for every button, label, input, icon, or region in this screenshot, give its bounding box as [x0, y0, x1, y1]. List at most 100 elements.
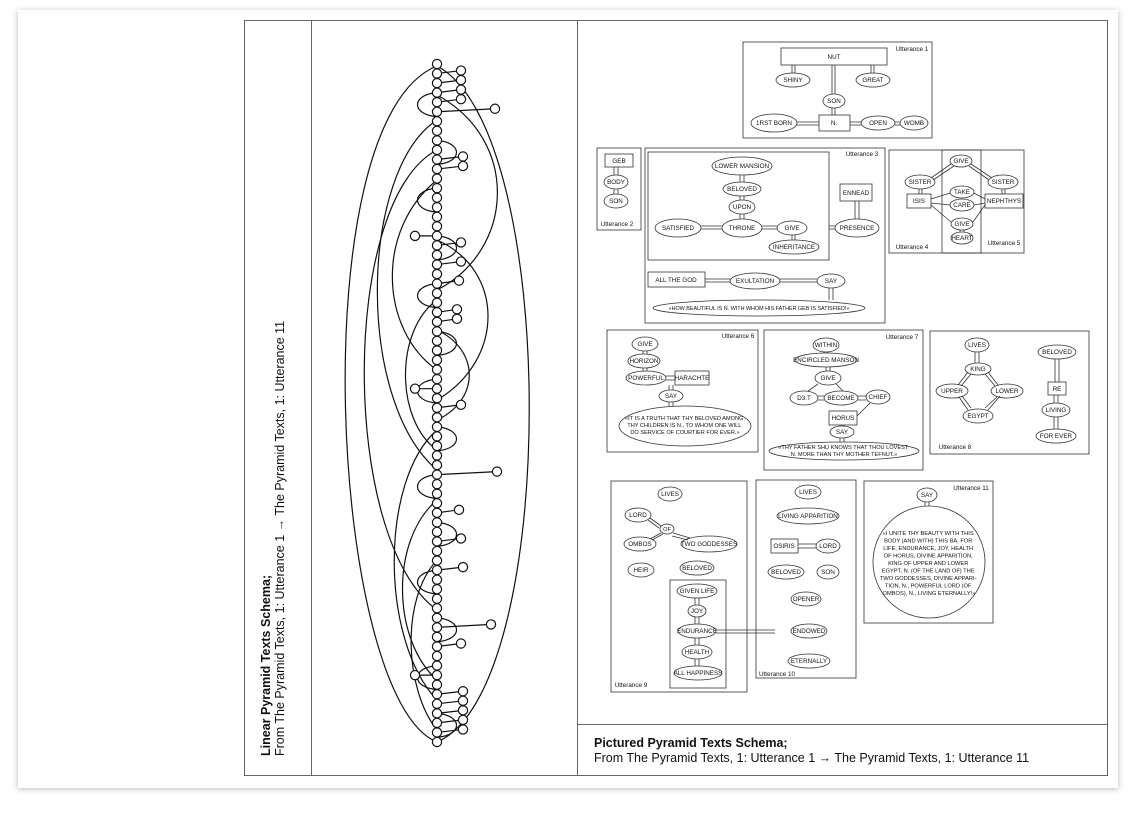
- node-ellipse: [658, 389, 684, 403]
- utterance-2-frame: [596, 147, 642, 231]
- node-label: BODY: [607, 179, 626, 186]
- node-box: [647, 271, 706, 288]
- link-arc: [436, 94, 498, 291]
- node-ellipse: [676, 583, 718, 599]
- node-label: GREAT: [862, 77, 883, 84]
- utterance-10-frame: [755, 479, 857, 679]
- link-hump: [436, 712, 457, 738]
- node-ellipse: [775, 72, 811, 88]
- link-hump: [436, 426, 457, 452]
- right-caption: Pictured Pyramid Texts Schema; From The …: [594, 736, 1029, 766]
- branch-line: [436, 471, 498, 476]
- link-arc: [363, 149, 438, 611]
- node-label: SON: [609, 198, 623, 205]
- node-label: GIVE: [820, 375, 835, 382]
- quote-line: N. MORE THAN THY MOTHER TEFNUT.»: [791, 452, 898, 458]
- node-label: TAKE: [954, 189, 970, 196]
- node-ellipse: [916, 487, 938, 503]
- node-ellipse: [1037, 344, 1077, 360]
- link-hump: [417, 283, 438, 309]
- utterance-9-label: Utterance 9: [615, 682, 648, 689]
- node-ellipse: [935, 383, 969, 399]
- node-ellipse: [990, 383, 1024, 399]
- node-ellipse: [728, 199, 756, 215]
- node-label: NUT: [828, 54, 841, 61]
- node-label: OF: [663, 527, 671, 533]
- quote-line: TWO GODDESSES, DIVINE APPARI-: [880, 576, 977, 582]
- node-label: SATISFIED: [662, 225, 695, 232]
- node-label: ENNEAD: [843, 190, 870, 197]
- node-label: SISTER: [992, 179, 1015, 186]
- node-label: SHINY: [783, 77, 803, 84]
- node-label: CARE: [953, 202, 971, 209]
- utterance-8-label: Utterance 8: [939, 444, 972, 451]
- node-box: [1047, 381, 1067, 396]
- node-label: OSIRIS: [773, 543, 794, 550]
- link-hump: [417, 474, 438, 500]
- node-ellipse: [654, 218, 702, 238]
- node-ellipse: [816, 273, 846, 289]
- quote-line: «IT IS A TRUTH THAT THY BELOVED AMONG: [625, 416, 743, 422]
- node-label: BELOVED: [771, 569, 801, 576]
- branch-node: [409, 383, 421, 394]
- node-box: [839, 183, 873, 202]
- node-label: RE: [1053, 386, 1062, 393]
- utterance-1-frame: [742, 41, 933, 139]
- node-ellipse: [964, 362, 992, 376]
- link-arc: [376, 119, 438, 471]
- utterance-7-frame: [763, 329, 924, 471]
- quote-line: BODY (AND WITH) THIS BA, FOR: [884, 539, 972, 545]
- branch-node: [491, 466, 503, 477]
- quote-line: THY CHILDREN IS N., TO WHOM ONE WILL: [627, 423, 741, 429]
- node-ellipse: [814, 370, 842, 386]
- node-label: BECOME: [827, 395, 854, 402]
- node-label: ISIS: [913, 198, 925, 205]
- node-label: HORIZON: [629, 358, 658, 365]
- link-hump: [436, 330, 457, 356]
- node-ellipse: [829, 425, 855, 439]
- node-ellipse: [776, 507, 840, 525]
- utterance-3-frame: [644, 147, 886, 324]
- node-ellipse: [768, 239, 820, 255]
- branch-node: [453, 275, 465, 286]
- node-label: LORD: [629, 512, 647, 519]
- utterance-5-label: Utterance 5: [988, 240, 1021, 247]
- node-ellipse: [679, 560, 715, 576]
- node-label: GIVE: [784, 225, 799, 232]
- node-label: SON: [821, 569, 835, 576]
- node-ellipse: [750, 113, 798, 133]
- node-label: LIVES: [799, 489, 817, 496]
- node-label: HARACHTE: [675, 375, 710, 382]
- node-ellipse: [794, 484, 822, 500]
- node-ellipse: [987, 174, 1019, 190]
- node-ellipse: [949, 154, 973, 168]
- quote-line: DO SERVICE OF COURTIER FOR EVER.»: [630, 430, 739, 436]
- panel-divider: [577, 21, 578, 775]
- node-label: HEALTH: [685, 649, 710, 656]
- node-box: [818, 114, 851, 132]
- node-ellipse: [816, 564, 840, 580]
- node-box: [828, 410, 858, 426]
- link-arc: [410, 559, 438, 731]
- node-box: [984, 193, 1024, 209]
- node-label: LIVING APPARITION: [778, 513, 838, 520]
- branch-node: [455, 399, 467, 410]
- branch-node: [457, 160, 469, 172]
- node-label: WITHIN: [815, 342, 838, 349]
- node-ellipse: [964, 337, 990, 353]
- link-hump: [436, 617, 457, 643]
- utterance-4-label: Utterance 4: [896, 244, 929, 251]
- quote-text: «I UNITE THY BEAUTY WITH THIS BODY (AND …: [880, 531, 978, 597]
- right-caption-band: [578, 724, 1107, 776]
- node-label: TWO GODDESSES: [681, 541, 737, 548]
- node-label: EXULTATION: [736, 278, 775, 285]
- node-label: ENDOWED: [793, 628, 826, 635]
- node-label: KING: [970, 366, 985, 373]
- paper-sheet: [18, 10, 1118, 788]
- link-hump: [417, 187, 438, 213]
- link-hump: [436, 139, 457, 165]
- utterance-9-inner-frame: [669, 579, 727, 689]
- node-ellipse: [618, 405, 752, 447]
- node-label: THRONE: [729, 225, 756, 232]
